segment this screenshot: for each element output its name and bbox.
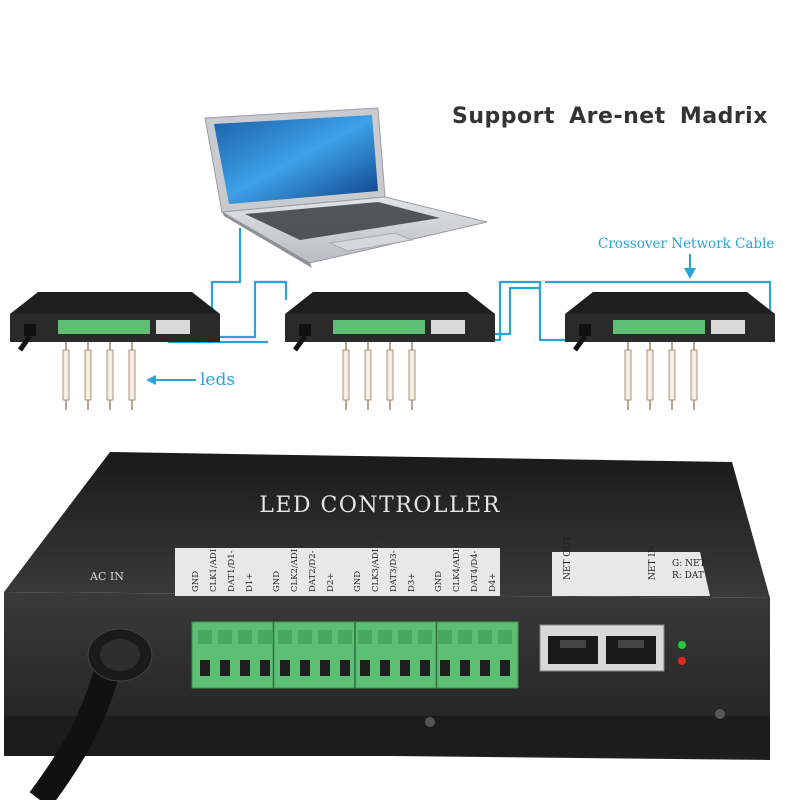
- terminal-label: DAT2/D2-: [308, 550, 318, 592]
- ethernet-ports: [539, 624, 665, 672]
- terminal-label-plate: [175, 548, 500, 596]
- led-strip: [386, 342, 394, 410]
- laptop-illustration: [204, 107, 488, 268]
- terminal-label: CLK3/ADI: [371, 549, 381, 592]
- led-strip: [408, 342, 416, 410]
- terminal-labels: GND CLK1/ADI DAT1/D1- D1+ GND CLK2/ADI DAT2/D2…: [191, 549, 498, 592]
- small-controllers: [10, 292, 775, 352]
- leds-label: leds: [200, 370, 236, 390]
- cable-link-1c: [260, 280, 288, 300]
- led-strips: [62, 342, 698, 410]
- led-strip: [62, 342, 70, 410]
- led-strip: [624, 342, 632, 410]
- crossover-cable-label: Crossover Network Cable: [598, 236, 775, 252]
- terminal-label: CLK1/ADI: [209, 549, 219, 592]
- terminal-label: CLK4/ADI: [452, 549, 462, 592]
- led-strip: [342, 342, 350, 410]
- led-strip: [128, 342, 136, 410]
- terminal-label: D1+: [245, 573, 255, 592]
- net-out-label: NET OUT: [563, 536, 573, 580]
- led-legend-red: R: DAT: [672, 571, 704, 581]
- led-strip: [646, 342, 654, 410]
- net-in-label: NET IN: [648, 545, 658, 580]
- data-status-led: [678, 657, 686, 665]
- small-controller-3: [565, 292, 775, 352]
- terminal-label: DAT1/D1-: [227, 550, 237, 592]
- led-strip: [668, 342, 676, 410]
- net-status-led: [678, 641, 686, 649]
- terminal-label: GND: [353, 571, 363, 592]
- small-controller-1: [10, 292, 220, 352]
- headline: Support Are-net Madrix: [452, 104, 768, 129]
- small-controller-2: [285, 292, 495, 352]
- led-strip: [364, 342, 372, 410]
- ac-in-label: AC IN: [89, 570, 124, 583]
- led-strip: [106, 342, 114, 410]
- terminal-label: D2+: [326, 573, 336, 592]
- terminal-label: CLK2/ADI: [290, 549, 300, 592]
- led-strip: [690, 342, 698, 410]
- terminal-label: GND: [272, 571, 282, 592]
- led-legend-green: G: NET: [672, 559, 706, 569]
- controller-brand-label: LED CONTROLLER: [259, 493, 501, 518]
- terminal-label: GND: [434, 571, 444, 592]
- terminal-label: GND: [191, 571, 201, 592]
- leds-annotation-arrow: [146, 375, 196, 385]
- power-cable: [29, 628, 153, 805]
- cable-annotation-arrow: [684, 254, 696, 279]
- led-strip: [84, 342, 92, 410]
- terminal-label: D3+: [407, 573, 417, 592]
- terminal-label: D4+: [488, 573, 498, 592]
- port-label-plate: [552, 552, 710, 596]
- terminal-block: [191, 621, 519, 689]
- terminal-label: DAT4/D4-: [470, 550, 480, 592]
- terminal-label: DAT3/D3-: [389, 550, 399, 592]
- large-controller: LED CONTROLLER AC IN NET OUT NET IN G: N…: [4, 452, 770, 805]
